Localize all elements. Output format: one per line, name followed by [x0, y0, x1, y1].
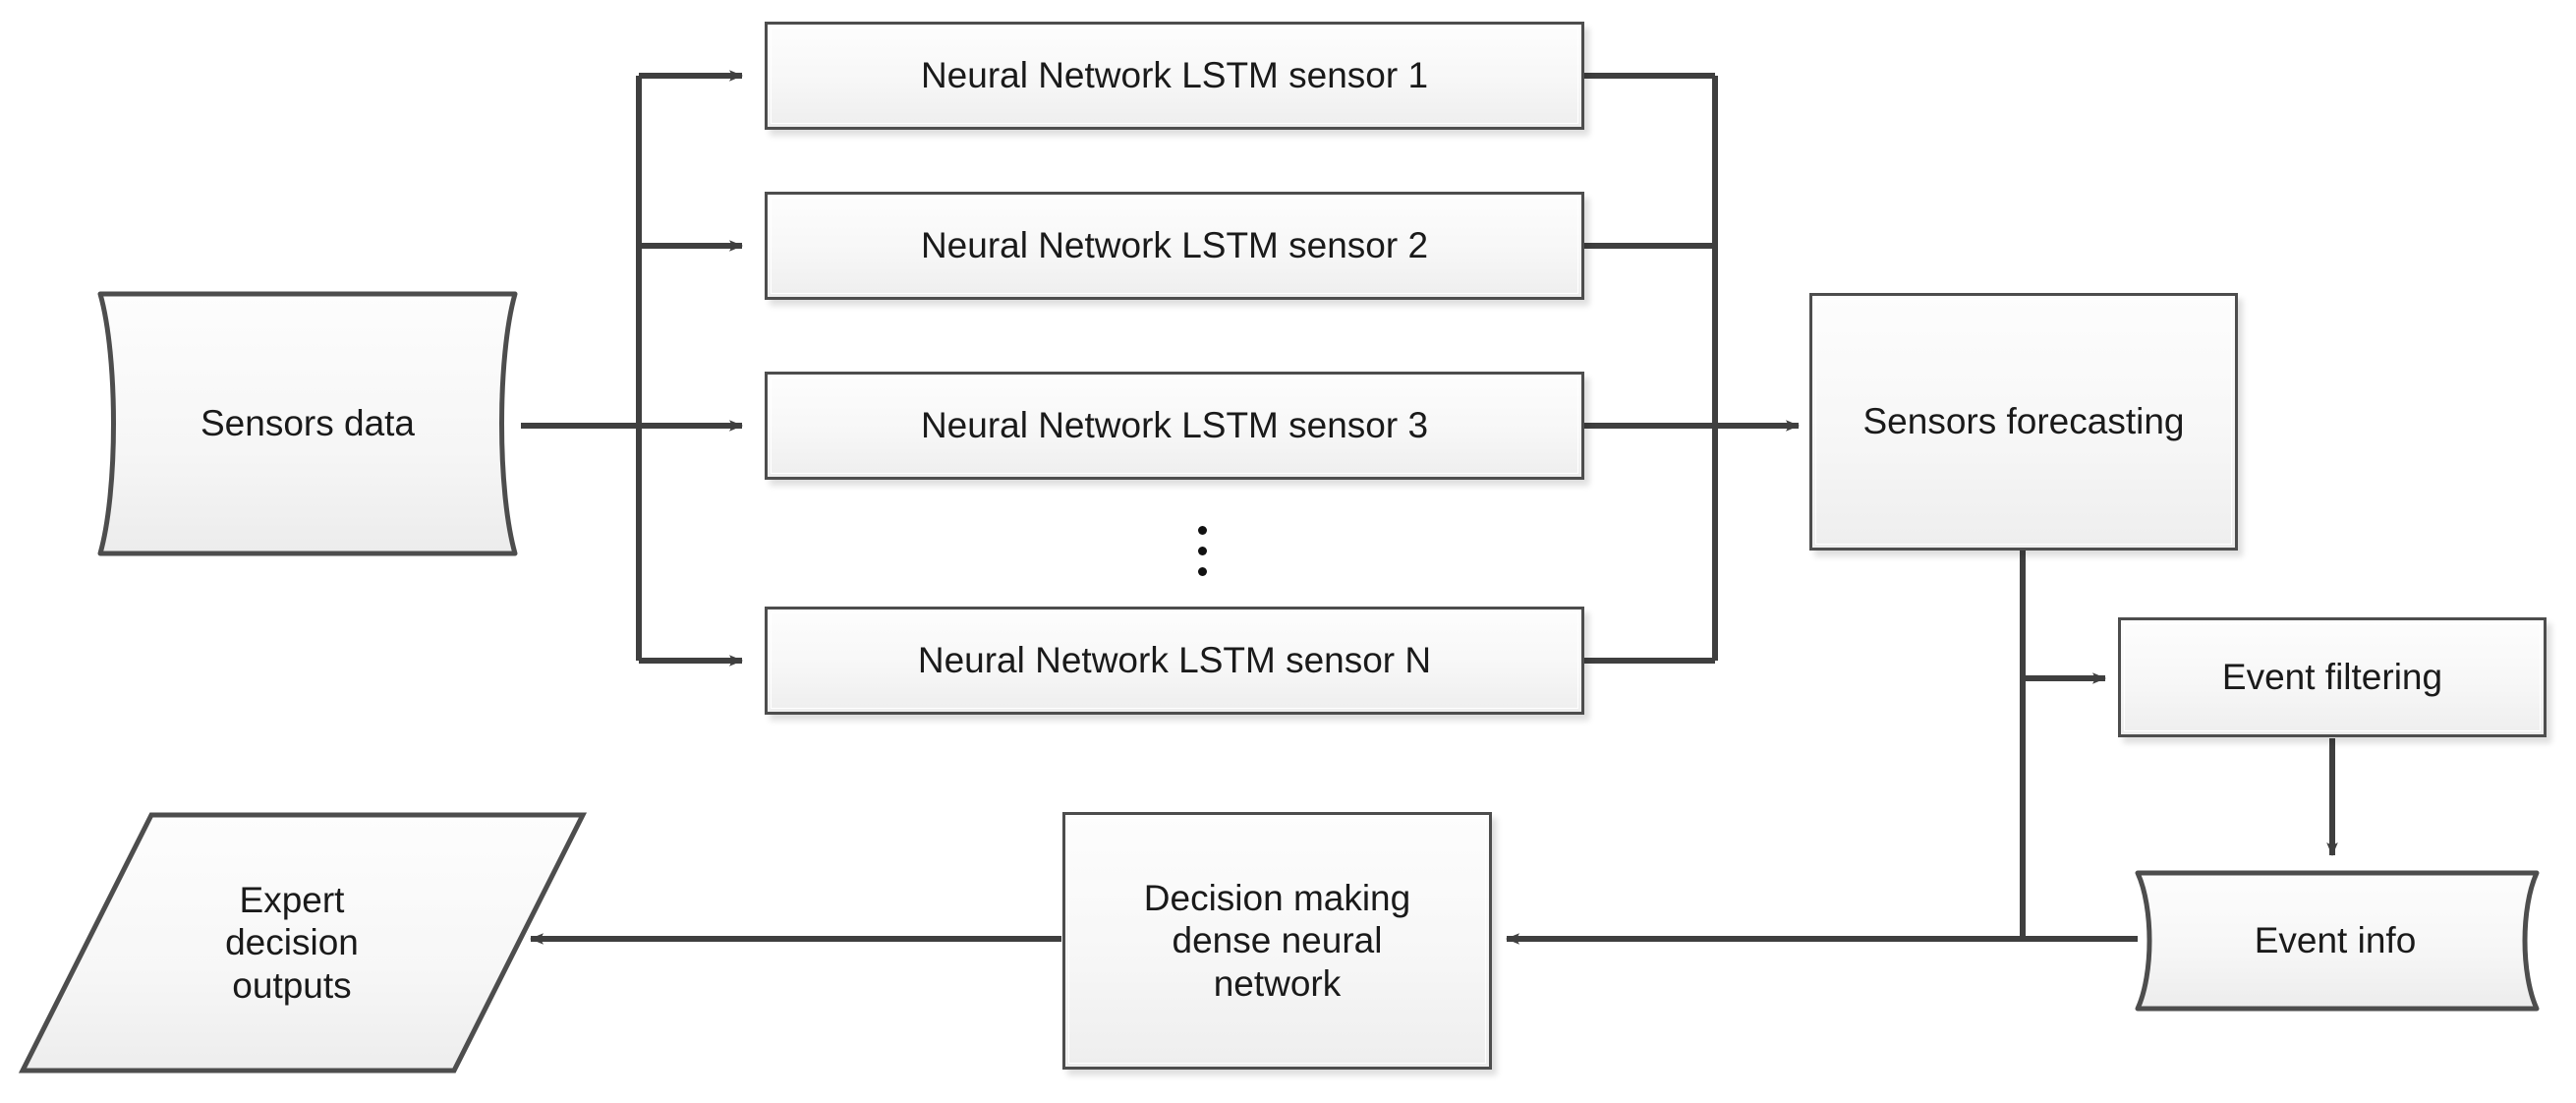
node-sensors-data[interactable]: Sensors data: [86, 288, 529, 559]
ellipsis-dot: [1197, 547, 1207, 555]
tape-shape: [2135, 870, 2540, 1012]
ellipsis-dot: [1197, 567, 1207, 576]
vertical-ellipsis-icon: [1197, 526, 1207, 576]
node-label: Event filtering: [2221, 657, 2443, 698]
node-lstm-sensor-n[interactable]: Neural Network LSTM sensor N: [765, 607, 1584, 715]
node-label: Event info: [2254, 920, 2417, 961]
node-label: Sensors data: [200, 403, 416, 444]
node-lstm-sensor-2[interactable]: Neural Network LSTM sensor 2: [765, 192, 1584, 300]
node-sensors-forecasting[interactable]: Sensors forecasting: [1809, 293, 2238, 551]
node-label: Decision making dense neural network: [1143, 877, 1411, 1004]
node-expert-decision-outputs[interactable]: Expert decision outputs: [18, 810, 588, 1075]
node-label: Neural Network LSTM sensor N: [917, 640, 1432, 681]
node-lstm-sensor-1[interactable]: Neural Network LSTM sensor 1: [765, 22, 1584, 130]
node-label: Sensors forecasting: [1862, 401, 2185, 442]
node-event-filtering[interactable]: Event filtering: [2118, 617, 2547, 737]
tape-shape: [97, 291, 518, 556]
node-decision-making[interactable]: Decision making dense neural network: [1062, 812, 1492, 1070]
node-label: Expert decision outputs: [225, 879, 359, 1006]
node-label: Neural Network LSTM sensor 2: [920, 225, 1429, 266]
node-event-info[interactable]: Event info: [2121, 868, 2549, 1014]
node-label: Neural Network LSTM sensor 3: [920, 405, 1429, 446]
ellipsis-dot: [1197, 526, 1207, 535]
node-label: Neural Network LSTM sensor 1: [920, 55, 1429, 96]
parallelogram-shape: [18, 812, 588, 1074]
node-lstm-sensor-3[interactable]: Neural Network LSTM sensor 3: [765, 372, 1584, 480]
